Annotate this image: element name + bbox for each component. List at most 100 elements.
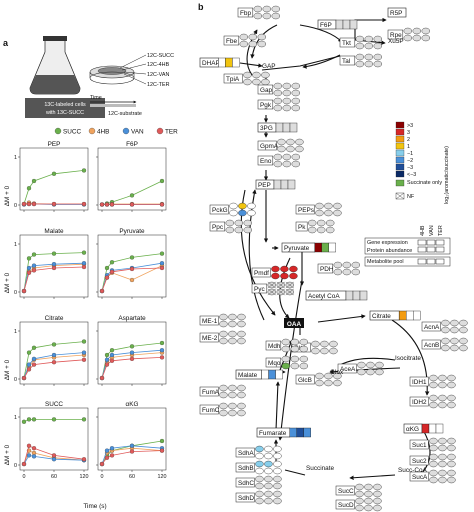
- legend-label: TER: [165, 129, 178, 136]
- gene-box: [265, 357, 282, 368]
- data-point: [81, 357, 87, 362]
- y-axis-label: ΔM + 0: [4, 444, 11, 465]
- expression-cell: [252, 71, 261, 79]
- expression-cell: [364, 42, 373, 50]
- pool-cell: [349, 19, 358, 30]
- expression-cell: [333, 261, 342, 269]
- data-point: [99, 461, 105, 467]
- data-point: [21, 375, 27, 381]
- node-gap: GAP: [262, 63, 276, 70]
- expression-cell: [237, 391, 246, 399]
- plot-frame: [19, 147, 89, 211]
- data-point: [109, 453, 115, 458]
- gene-label: AcnA: [424, 324, 440, 331]
- expression-cell: [238, 209, 247, 217]
- expression-cell: [253, 12, 262, 20]
- gene-label: Pk: [298, 224, 306, 231]
- expression-cell: [364, 490, 373, 498]
- gene-box: [335, 485, 355, 496]
- expression-cell: [247, 209, 256, 217]
- expression-cell: [273, 475, 282, 483]
- expression-cell: [243, 71, 252, 79]
- expression-cell: [219, 330, 228, 338]
- scale-swatch: [395, 142, 405, 150]
- pool-cell: [303, 427, 311, 438]
- data-point: [109, 269, 115, 274]
- gene-label: AcnB: [424, 342, 439, 349]
- expression-cell: [373, 35, 382, 43]
- node-sdhb: SdhB: [235, 460, 282, 475]
- expression-cell: [264, 467, 273, 475]
- data-point: [81, 168, 87, 173]
- expression-cell: [329, 340, 338, 348]
- expression-cell: [447, 374, 456, 382]
- expression-cell: [228, 337, 237, 345]
- node-succinate: Succinate: [306, 465, 335, 472]
- node-acetyl-coa: Acetyl CoA: [305, 290, 368, 301]
- expression-cell: [438, 476, 447, 484]
- expression-cell: [355, 42, 364, 50]
- expression-cell: [228, 313, 237, 321]
- expression-cell: [291, 160, 300, 168]
- expression-cell: [229, 202, 238, 210]
- gene-label: SdhB: [238, 465, 254, 472]
- expression-cell: [459, 337, 468, 345]
- gene-label: AceA: [340, 366, 356, 373]
- gene-label: Mqo: [268, 360, 281, 367]
- gene-label: ME-1: [202, 318, 218, 325]
- data-point: [159, 340, 165, 346]
- expression-cell: [255, 475, 264, 483]
- gene-box: [209, 221, 226, 232]
- data-point: [129, 255, 135, 260]
- expression-cell: [273, 97, 282, 105]
- chart-title: Citrate: [45, 315, 64, 322]
- expression-cell: [447, 381, 456, 389]
- gene-box: [251, 267, 271, 278]
- expression-cell: [291, 89, 300, 97]
- expression-cell: [320, 340, 329, 348]
- expression-cell: [291, 104, 300, 112]
- expression-cell: [273, 482, 282, 490]
- node-pk: Pk: [295, 219, 335, 234]
- expression-cell: [324, 202, 333, 210]
- pool-cell: [345, 290, 354, 301]
- expression-cell: [459, 319, 468, 327]
- expression-cell: [333, 202, 342, 210]
- expression-cell: [308, 226, 317, 234]
- metabolite-label: GAP: [262, 63, 276, 70]
- node-glcb: GlcB: [295, 372, 342, 387]
- expression-cell: [447, 401, 456, 409]
- y-axis-label: ΔM + 0: [4, 185, 11, 206]
- y-axis-label: ΔM + 0: [4, 359, 11, 380]
- expression-cell: [357, 361, 366, 369]
- data-point: [51, 251, 57, 256]
- expression-cell: [450, 326, 459, 334]
- expression-cell: [447, 476, 456, 484]
- expression-cell: [311, 340, 320, 348]
- nf-cross: [395, 192, 405, 200]
- chart-title: F6P: [126, 141, 138, 148]
- expression-cell: [273, 89, 282, 97]
- data-point: [26, 362, 32, 367]
- expression-cell: [264, 445, 273, 453]
- x-tick-label: 120: [158, 474, 167, 480]
- pool-cell: [275, 122, 284, 133]
- data-point: [109, 202, 115, 207]
- expression-cell: [355, 35, 364, 43]
- x-tick-label: 60: [51, 474, 57, 480]
- substrate-bar: [90, 104, 136, 107]
- data-point: [51, 453, 57, 458]
- metabolite-label: Succinate: [306, 465, 335, 472]
- data-point: [26, 417, 32, 422]
- data-point: [81, 417, 87, 422]
- node-oaa: OAA: [284, 318, 304, 328]
- node-malate: Malate: [235, 369, 283, 380]
- expression-cell: [291, 97, 300, 105]
- data-point: [104, 275, 110, 280]
- svg-text:Metabolite pool: Metabolite pool: [367, 259, 404, 265]
- expression-cell: [280, 272, 289, 280]
- scale-label: 2: [407, 137, 410, 143]
- expression-cell: [257, 33, 266, 41]
- node-fbe: Fbe: [223, 33, 266, 48]
